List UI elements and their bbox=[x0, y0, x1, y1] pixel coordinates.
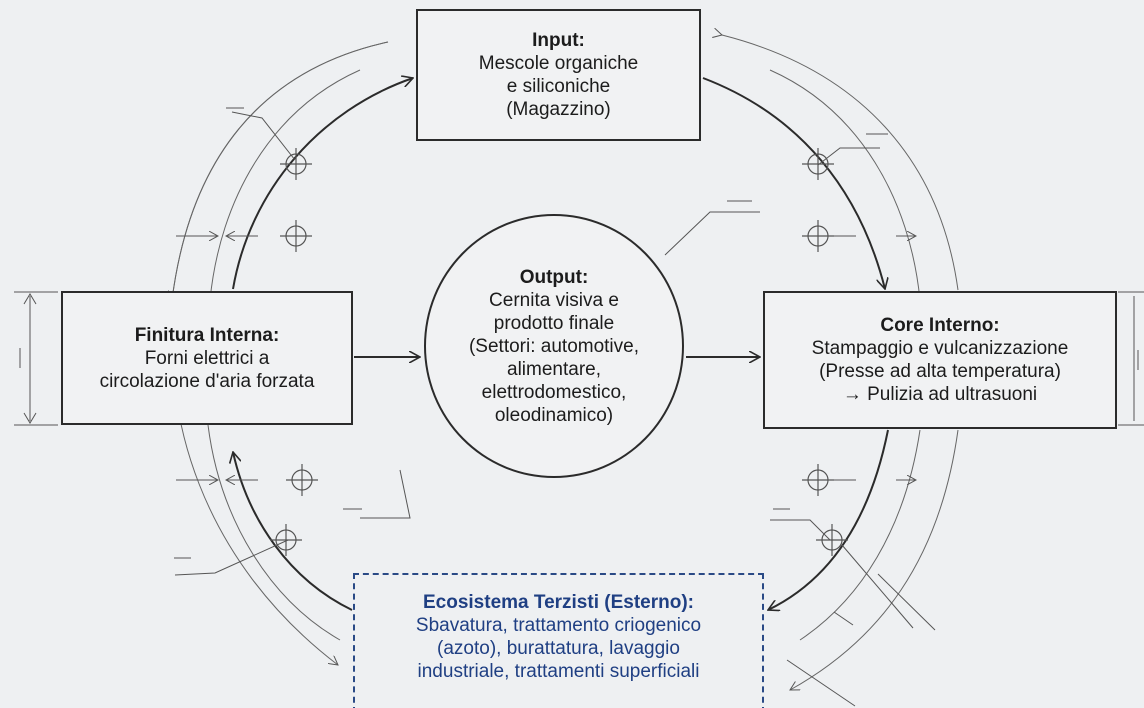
crosshair-markers bbox=[270, 148, 848, 556]
core-line: (Presse ad alta temperatura) bbox=[819, 361, 1061, 382]
core-line: Stampaggio e vulcanizzazione bbox=[811, 338, 1069, 359]
core-node: Core Interno: Stampaggio e vulcanizzazio… bbox=[763, 291, 1117, 429]
input-node: Input: Mescole organiche e siliconiche (… bbox=[416, 9, 701, 141]
input-line: e siliconiche bbox=[506, 76, 611, 97]
finitura-node: Finitura Interna: Forni elettrici a circ… bbox=[61, 291, 353, 425]
arrow-terzisti-to-finitura bbox=[233, 452, 353, 611]
core-line: → Pulizia ad ultrasuoni bbox=[842, 384, 1038, 405]
input-line: (Magazzino) bbox=[506, 99, 611, 120]
input-title: Input: bbox=[532, 30, 585, 51]
output-line: (Settori: automotive, bbox=[468, 335, 640, 357]
finitura-line: circolazione d'aria forzata bbox=[99, 370, 315, 392]
output-node: Output: Cernita visiva e prodotto finale… bbox=[424, 214, 684, 478]
output-line: Cernita visiva e bbox=[489, 289, 619, 311]
output-title: Output: bbox=[519, 266, 589, 288]
output-line: alimentare, bbox=[507, 358, 601, 380]
arrow-core-to-terzisti bbox=[768, 429, 889, 610]
dimension-lower-right bbox=[786, 573, 936, 707]
output-line: elettrodomestico, bbox=[481, 381, 627, 403]
output-line: oleodinamico) bbox=[494, 404, 614, 426]
dimension-markers bbox=[14, 291, 1144, 426]
terzisti-title: Ecosistema Terzisti (Esterno): bbox=[422, 592, 694, 613]
terzisti-node: Ecosistema Terzisti (Esterno): Sbavatura… bbox=[353, 573, 764, 708]
core-title: Core Interno: bbox=[880, 315, 1000, 336]
input-line: Mescole organiche bbox=[478, 53, 639, 74]
arrow-input-to-core bbox=[702, 77, 885, 289]
output-line: prodotto finale bbox=[493, 312, 615, 334]
terzisti-line: (azoto), burattatura, lavaggio bbox=[437, 638, 680, 659]
terzisti-line: Sbavatura, trattamento criogenico bbox=[415, 615, 702, 636]
leader-lines bbox=[174, 107, 914, 629]
arrow-finitura-to-input bbox=[232, 78, 413, 290]
terzisti-line: industriale, trattamenti superficiali bbox=[417, 661, 700, 682]
tick-arrows bbox=[176, 236, 916, 480]
finitura-title: Finitura Interna: bbox=[134, 324, 280, 346]
cycle-arrows bbox=[232, 77, 889, 611]
finitura-line: Forni elettrici a bbox=[144, 347, 270, 369]
